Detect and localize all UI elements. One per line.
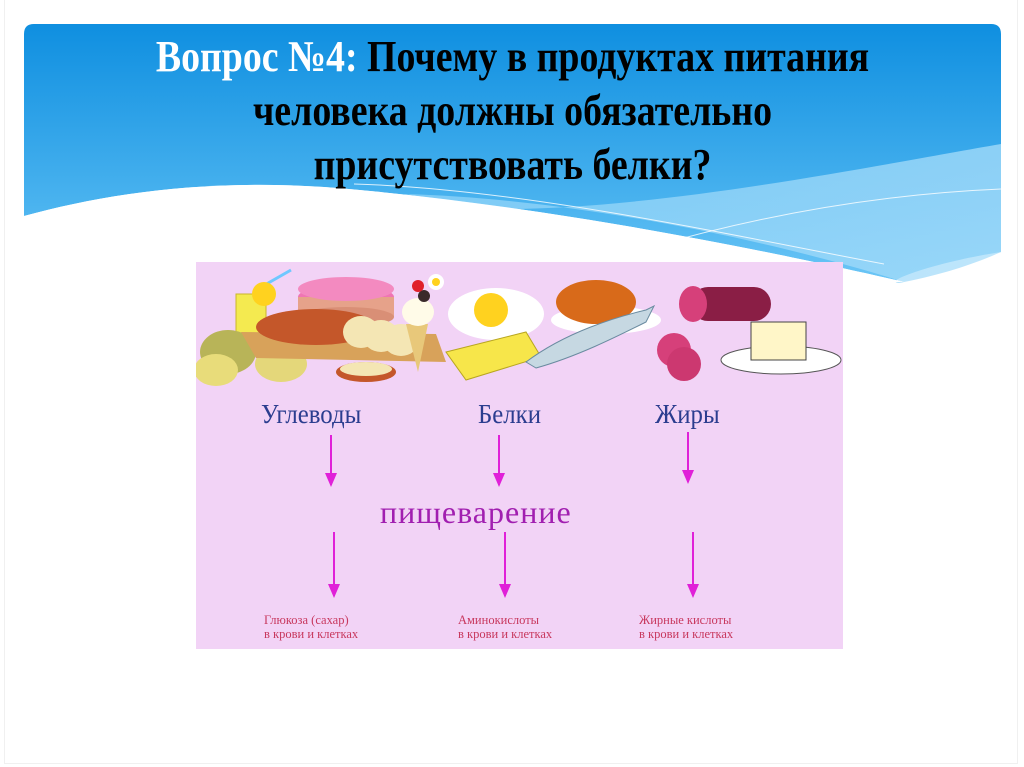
title-line-2: человека должны обязательно: [252, 86, 773, 135]
nutrient-label-proteins: Белки: [478, 399, 542, 429]
food-illustration: [196, 268, 842, 386]
nutrient-label-fats: Жиры: [655, 399, 720, 429]
result-carbs-line-2: в крови и клетках: [264, 627, 359, 641]
slide-title: Вопрос №4: Почему в продуктах питания че…: [92, 30, 932, 192]
arrow-down-icon: [493, 435, 505, 487]
title-line-3: присутствовать белки?: [313, 140, 712, 189]
result-carbs: Глюкоза (сахар) в крови и клетках: [264, 613, 358, 641]
slide-frame: [4, 0, 1018, 764]
arrow-down-icon: [328, 532, 340, 598]
result-carbs-line-1: Глюкоза (сахар): [264, 613, 349, 627]
result-proteins: Аминокислоты в крови и клетках: [458, 613, 552, 641]
salami-icon: [691, 287, 771, 321]
title-line-1: Почему в продуктах питания: [357, 32, 870, 81]
arrow-down-icon: [325, 435, 337, 487]
result-proteins-line-1: Аминокислоты: [458, 613, 540, 627]
result-fats-line-1: Жирные кислоты: [639, 613, 732, 627]
digestion-diagram: Углеводы Белки Жиры пищеварение Глюкоза …: [196, 262, 843, 649]
nutrient-label-carbs: Углеводы: [261, 399, 362, 429]
process-label: пищеварение: [380, 494, 572, 530]
arrow-down-icon: [682, 432, 694, 484]
arrow-down-icon: [687, 532, 699, 598]
result-proteins-line-2: в крови и клетках: [458, 627, 553, 641]
fish-icon: [525, 304, 656, 369]
butter-icon: [750, 321, 807, 361]
question-number: Вопрос №4:: [155, 32, 358, 81]
wave-background: [24, 24, 1001, 284]
ice-cream-icon: [406, 324, 428, 372]
result-fats: Жирные кислоты в крови и клетках: [639, 613, 733, 641]
result-fats-line-2: в крови и клетках: [639, 627, 734, 641]
arrow-down-icon: [499, 532, 511, 598]
roast-chicken-icon: [556, 280, 636, 324]
title-banner: [24, 24, 1001, 284]
